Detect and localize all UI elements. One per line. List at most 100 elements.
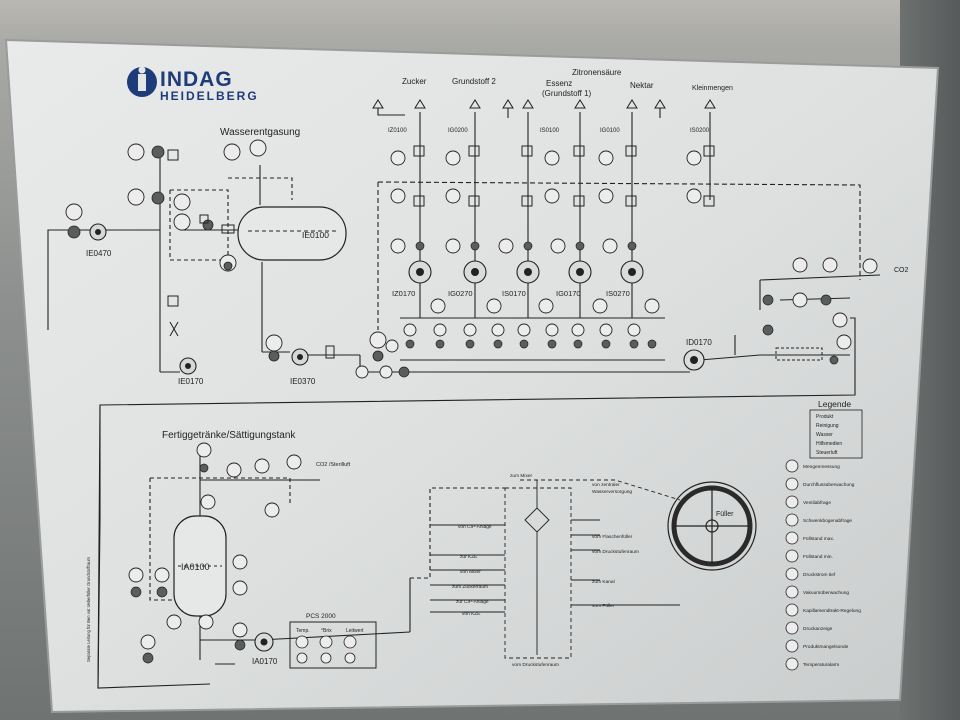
pcs-box xyxy=(289,621,377,669)
brand-city: HEIDELBERG xyxy=(160,89,259,103)
label-wasserversorgung: Wasserversorgung xyxy=(592,489,632,495)
label-vom-druckstufenraum-bottom: vom Druckstufenraum xyxy=(512,662,559,668)
legend-box xyxy=(809,409,863,459)
pcs-title: PCS 2000 xyxy=(306,613,336,620)
symbol-ventilabfrage: Ventilabfrage xyxy=(803,500,831,506)
title-degassing: Wasserentgasung xyxy=(220,127,300,138)
pcs-bubbles xyxy=(295,635,357,664)
cip-block xyxy=(430,479,681,659)
tag-is0100: IS0100 xyxy=(540,128,560,134)
degassing-tank xyxy=(237,206,347,261)
pump-ie0170 xyxy=(179,357,197,375)
tag-is0200: IS0200 xyxy=(690,128,710,134)
ingredient-grundstoff2: Grundstoff 2 xyxy=(452,77,496,86)
arrows-top xyxy=(372,99,716,109)
symbol-druckanzeige: Druckanzeige xyxy=(803,626,833,632)
legend-title: Legende xyxy=(818,399,851,409)
legend-steuerluft: Steuerluft xyxy=(816,450,838,456)
pump-ia0170 xyxy=(254,632,274,652)
instrument-bubbles-right xyxy=(792,257,878,350)
tag-ia0100: IA0100 xyxy=(181,562,210,572)
legend-reinigung: Reinigung xyxy=(816,423,839,429)
brand-name: INDAG xyxy=(160,68,233,91)
tag-ie0170: IE0170 xyxy=(178,377,204,386)
pump-ie0370 xyxy=(291,348,309,366)
tag-ig0170: IG0170 xyxy=(556,289,581,298)
symbol-schwenkbogen: Schwenkbogenabfrage xyxy=(803,518,852,524)
pump-id0170 xyxy=(683,349,705,371)
carbonation-lines xyxy=(97,274,881,689)
symbol-produktmangel: Produktmangelsonde xyxy=(803,644,849,650)
pcs-field-temp: Temp. xyxy=(296,628,310,634)
pcs-field-leitwert: Leitwert xyxy=(346,628,364,634)
tag-iz0100: IZ0100 xyxy=(388,128,407,134)
tag-ig0270: IG0270 xyxy=(448,289,473,298)
label-co2-steril: CO2 /Sterilluft xyxy=(316,462,351,468)
label-von-zentraler: von zentraler xyxy=(592,482,620,488)
ingredient-zucker: Zucker xyxy=(402,77,427,86)
label-zum-zuckerraum: zum Zuckerraum xyxy=(452,584,488,590)
tag-iz0170: IZ0170 xyxy=(392,289,415,298)
instrument-bubbles-top xyxy=(355,150,702,379)
heat-exchanger xyxy=(775,347,823,361)
label-zur-kze: zur KZE xyxy=(460,554,477,560)
symbol-key-circles xyxy=(785,459,799,671)
plate-surface xyxy=(4,38,940,714)
finished-lines xyxy=(97,405,505,689)
pump-ie0470 xyxy=(89,223,107,241)
indicator-lamps-right xyxy=(762,294,839,365)
indicator-lamps-left xyxy=(67,145,384,362)
indicator-lamps-bottom xyxy=(130,463,246,664)
tag-ie0370: IE0370 xyxy=(290,377,316,386)
label-fueller: Füller xyxy=(716,511,734,518)
saturation-tank xyxy=(173,515,227,617)
legend-hilfsmedien: Hilfsmedien xyxy=(816,441,842,447)
tag-ia0170: IA0170 xyxy=(252,657,278,666)
label-vom-flaschenfueller: vom Flaschenfüller xyxy=(592,534,633,540)
valves-top xyxy=(413,145,715,207)
pcs-field-brix: °Brix xyxy=(321,628,332,634)
symbol-kapillar: Kapillarsendtrakt-Regelung xyxy=(803,608,861,614)
pump-row xyxy=(408,260,644,284)
symbol-temperatur: Temperaturalarm xyxy=(803,662,839,668)
label-co2-right: CO2 xyxy=(894,267,909,274)
legend-wasser: Wasser xyxy=(816,432,833,438)
symbol-fuellstand-max: Füllstand max. xyxy=(803,536,834,542)
ingredient-grundstoff1: (Grundstoff 1) xyxy=(542,89,592,98)
symbol-druckstrom: Druckstrom tief xyxy=(803,572,836,578)
legend-items: Produkt Reinigung Wasser Hilfsmedien Ste… xyxy=(816,414,842,456)
label-zum-mixer-top: zum Mixer xyxy=(510,473,533,479)
symbol-mengenmessung: Mengenmessung xyxy=(803,464,840,470)
symbol-vakuum: Vakuumüberwachung xyxy=(803,590,849,596)
label-von-kze: von KZE xyxy=(462,611,480,617)
label-vom-druckstufenraum: vom Druckstufenraum xyxy=(592,549,639,555)
label-zur-cip: zur CIP-Anlage xyxy=(456,599,489,605)
tag-is0170: IS0170 xyxy=(502,289,526,298)
indag-logo xyxy=(127,66,157,97)
label-von-cip: von CIP-Anlage xyxy=(458,524,492,530)
ingredient-zitronensaeure: Zitronensäure xyxy=(572,68,622,77)
tag-ie0470: IE0470 xyxy=(86,249,112,258)
symbol-durchfluss: Durchflussüberwachung xyxy=(803,482,855,488)
filler-wheel xyxy=(667,481,757,571)
symbol-fuellstand-min: Füllstand min. xyxy=(803,554,833,560)
tag-ig0200: IG0200 xyxy=(448,128,468,134)
valves-left xyxy=(167,149,335,359)
ingredient-essenz: Essenz xyxy=(546,79,572,88)
tag-is0270: IS0270 xyxy=(606,289,630,298)
title-finished: Fertiggetränke/Sättigungstank xyxy=(162,430,296,441)
side-note: Separate Leitung für Ben vat Ueberfüller… xyxy=(86,556,91,662)
tag-id0170: ID0170 xyxy=(686,338,712,347)
tag-ie0100: IE0100 xyxy=(302,230,329,240)
dosing-lines xyxy=(377,181,861,373)
ingredient-kleinmengen: Kleinmengen xyxy=(692,85,733,92)
instrument-bubbles-bottom xyxy=(128,442,302,650)
label-zum-kanal: zum Kanal xyxy=(592,579,615,585)
legend-produkt: Produkt xyxy=(816,414,834,420)
tag-ig0100: IG0100 xyxy=(600,128,620,134)
label-vom-fueller: vom Füller xyxy=(592,603,615,609)
ingredient-nektar: Nektar xyxy=(630,81,654,90)
label-von-mixer: von Mixer xyxy=(460,569,481,575)
indicator-lamps-top xyxy=(398,241,657,378)
